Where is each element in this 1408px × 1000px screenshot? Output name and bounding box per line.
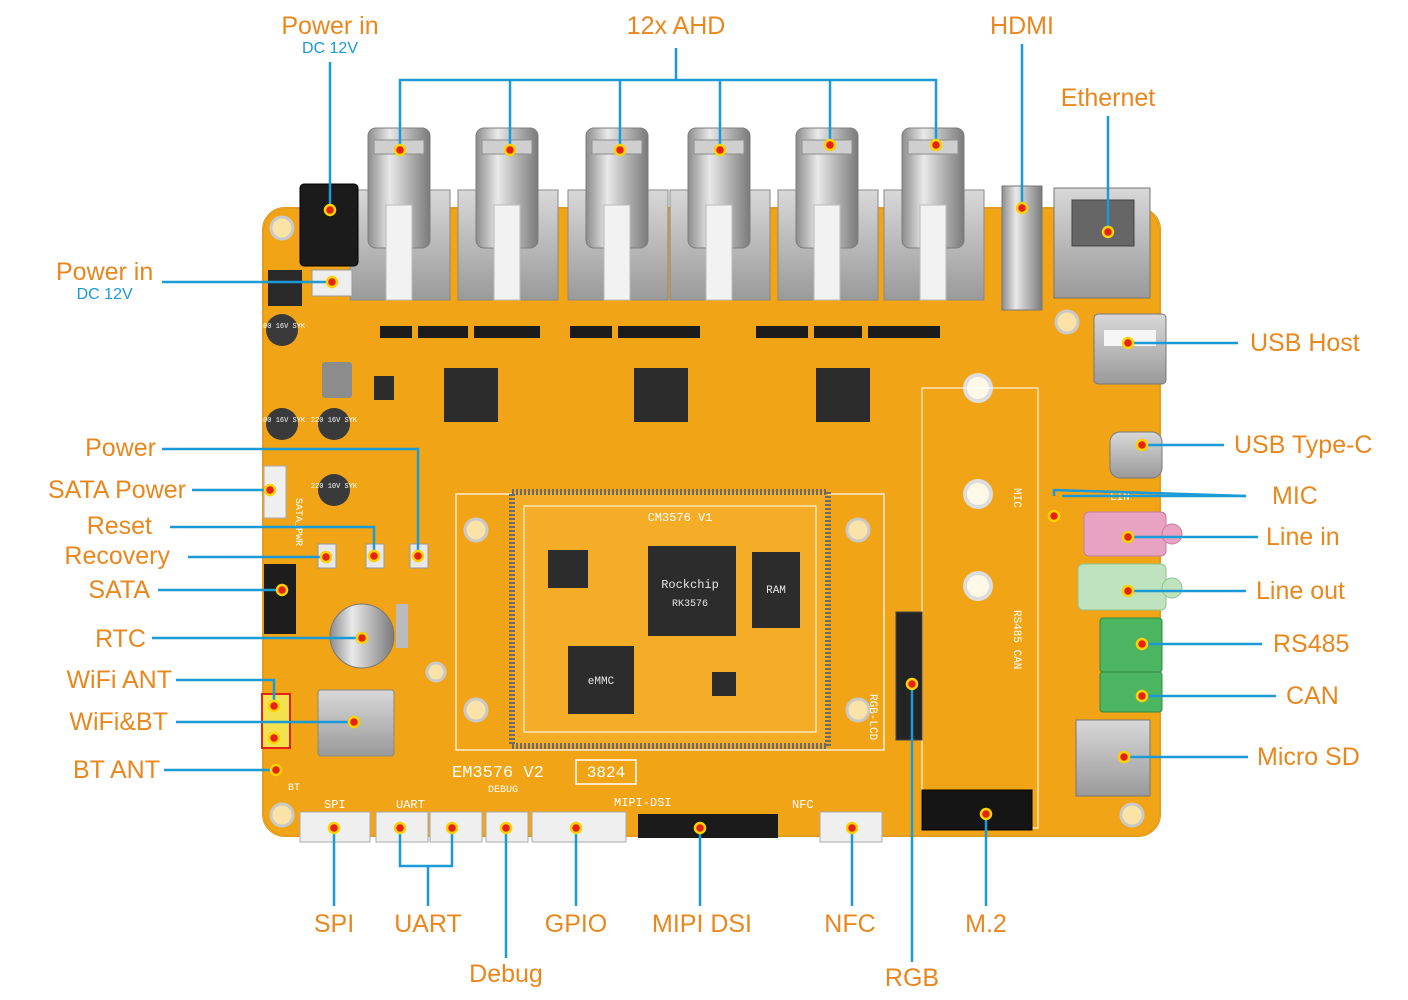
rgb-lcd-connector <box>895 611 923 741</box>
board-code-silk: 3824 <box>587 764 625 782</box>
label-power-in-left-text: Power in <box>56 258 154 286</box>
label-line-in: Line in <box>1266 523 1340 551</box>
label-rgb: RGB <box>884 964 940 992</box>
label-ethernet: Ethernet <box>1060 84 1156 112</box>
usb-typec-port <box>1109 431 1163 479</box>
spi-silk: SPI <box>324 798 346 812</box>
label-mipi-dsi: MIPI DSI <box>651 910 753 938</box>
label-recovery: Recovery <box>64 542 170 570</box>
emmc-text: eMMC <box>588 676 615 688</box>
label-uart: UART <box>394 910 462 938</box>
label-ahd: 12x AHD <box>626 12 726 40</box>
rgb-lcd-silk: RGB-LCD <box>866 694 878 741</box>
cap-text: 100 16V SYK <box>259 323 306 331</box>
rs485-can-silk: RS485 CAN <box>1010 610 1022 669</box>
lin-silk: LIN <box>1110 492 1130 504</box>
label-nfc: NFC <box>824 910 876 938</box>
label-gpio: GPIO <box>544 910 608 938</box>
label-power: Power <box>85 434 156 462</box>
emmc-chip <box>568 646 634 714</box>
label-usb-typec: USB Type-C <box>1234 431 1373 459</box>
label-power-in-top-sub: DC 12V <box>301 40 359 57</box>
sata-port <box>264 564 296 634</box>
label-line-out: Line out <box>1256 577 1345 605</box>
label-debug: Debug <box>469 960 543 988</box>
label-sata-power: SATA Power <box>47 476 186 504</box>
label-reset: Reset <box>86 512 152 540</box>
soc-chip <box>648 546 736 636</box>
ram-chip <box>752 552 800 628</box>
label-rtc: RTC <box>95 625 146 653</box>
label-micro-sd: Micro SD <box>1257 743 1360 771</box>
leader-lines <box>152 44 1276 962</box>
label-wifi-bt: WiFi&BT <box>69 708 168 736</box>
module-silk: CM3576 V1 <box>648 511 713 525</box>
cap-text: 220 10V SYK <box>311 483 358 491</box>
cap-text: 100 16V SYK <box>259 417 306 425</box>
line-out-jack <box>1077 563 1167 611</box>
label-sata: SATA <box>88 576 150 604</box>
label-mic: MIC <box>1272 482 1318 510</box>
soc-brand-text: Rockchip <box>661 578 719 592</box>
nfc-silk: NFC <box>792 798 814 812</box>
label-bt-ant: BT ANT <box>72 756 160 784</box>
usb-host-port <box>1093 313 1167 385</box>
mipi-silk: MIPI-DSI <box>614 796 672 810</box>
bnc-connectors <box>349 127 985 301</box>
debug-silk: DEBUG <box>488 785 518 796</box>
label-hdmi: HDMI <box>990 12 1054 40</box>
label-rs485: RS485 <box>1273 630 1350 658</box>
label-power-in-top: Power in DC 12V <box>281 14 378 57</box>
label-usb-host: USB Host <box>1250 329 1360 357</box>
ram-text: RAM <box>766 585 786 597</box>
label-wifi-ant: WiFi ANT <box>66 666 172 694</box>
microsd-slot <box>1075 719 1151 797</box>
board-silk: EM3576 V2 <box>452 764 544 783</box>
marker-dots <box>263 138 1149 835</box>
mipi-dsi-header <box>638 814 778 838</box>
can-terminal <box>1099 671 1163 713</box>
label-spi: SPI <box>313 910 355 938</box>
label-can: CAN <box>1286 682 1339 710</box>
sata-pwr-silk: SATA_PWR <box>292 498 303 546</box>
label-m2: M.2 <box>965 910 1007 938</box>
mic-silk: MIC <box>1010 488 1022 508</box>
capacitors: 100 16V SYK 100 16V SYK 220 16V SYK 220 … <box>259 314 358 506</box>
m2-slot <box>921 789 1033 831</box>
label-power-in-left-sub: DC 12V <box>76 286 133 303</box>
bt-silk: BT <box>288 783 300 794</box>
label-power-in-top-text: Power in <box>281 12 379 40</box>
mounting-holes <box>269 215 1145 828</box>
cap-text: 220 16V SYK <box>311 417 358 425</box>
soc-model-text: RK3576 <box>672 599 708 610</box>
label-power-in-left: Power in DC 12V <box>56 260 153 303</box>
uart-silk: UART <box>396 798 425 812</box>
